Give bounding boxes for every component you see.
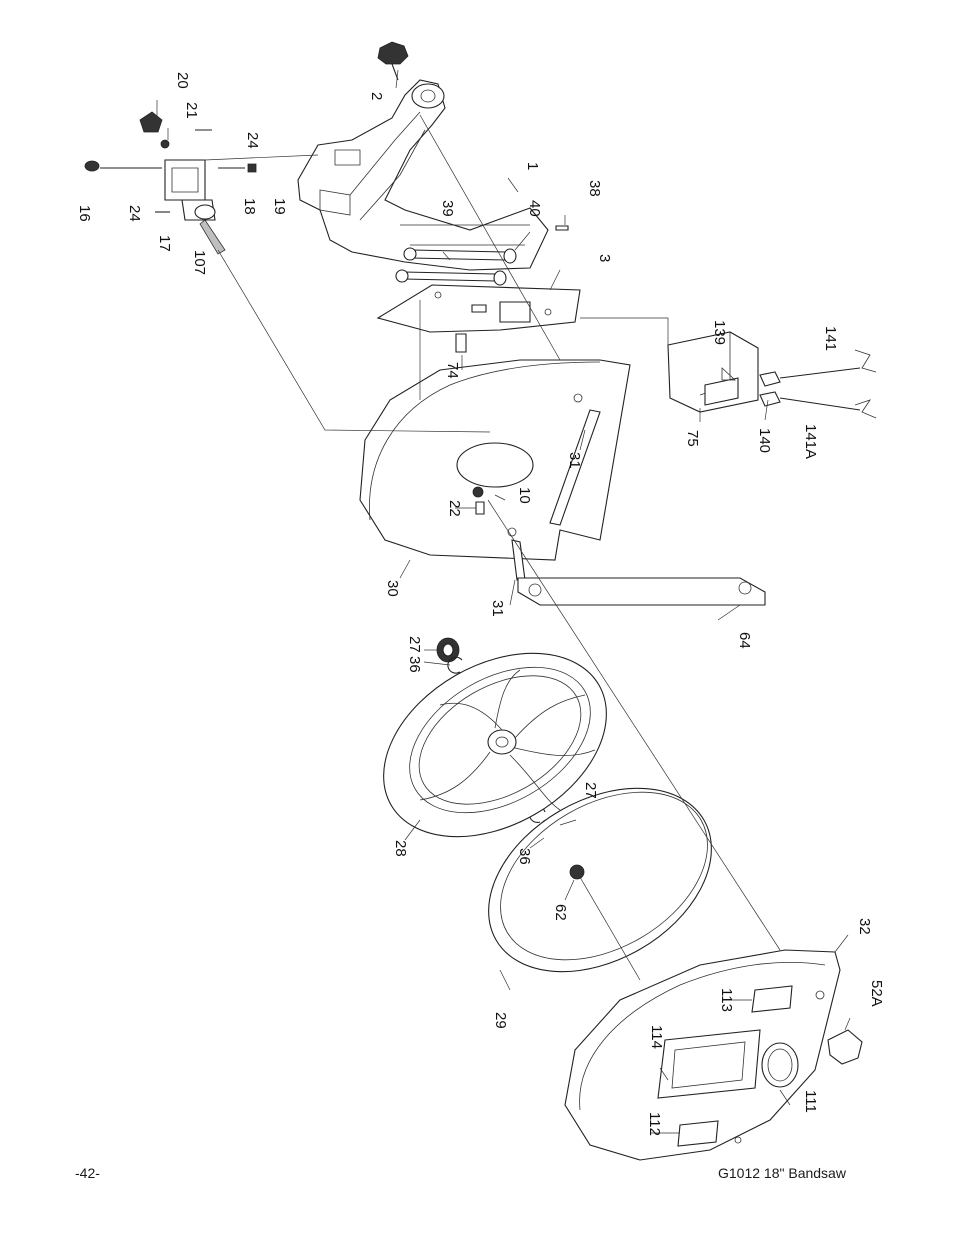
callout-16: 16 xyxy=(76,205,93,222)
wheel-28 xyxy=(383,652,607,838)
tension-knob-2 xyxy=(377,41,409,81)
callout-112: 112 xyxy=(646,1112,663,1136)
callout-62: 62 xyxy=(552,904,569,921)
blade-tire-29 xyxy=(488,787,712,973)
screw-74 xyxy=(455,333,467,353)
screws-39-40 xyxy=(395,247,517,286)
callout-27: 27 xyxy=(406,636,423,653)
callout-labels: 20 21 24 2 1 38 39 40 16 24 18 19 17 107… xyxy=(76,72,885,1136)
callout-36: 36 xyxy=(516,848,533,865)
callout-leaders xyxy=(156,69,851,1134)
callout-24: 24 xyxy=(244,132,261,149)
upper-blade-guard-30 xyxy=(359,359,631,581)
callout-114: 114 xyxy=(648,1025,665,1049)
callout-111: 111 xyxy=(802,1090,819,1113)
callout-19: 19 xyxy=(271,198,288,215)
callout-75: 75 xyxy=(684,430,701,447)
knob-52a xyxy=(827,1029,863,1065)
callout-17: 17 xyxy=(156,235,173,252)
switch-box-75 xyxy=(580,317,877,419)
callout-29: 29 xyxy=(492,1012,509,1029)
callout-107: 107 xyxy=(191,250,208,275)
rail-bar-64 xyxy=(517,577,766,606)
callout-1: 1 xyxy=(524,162,541,170)
callout-2: 2 xyxy=(368,92,385,100)
callout-64: 64 xyxy=(736,632,753,649)
callout-28: 28 xyxy=(392,840,409,857)
callout-141a: 141A xyxy=(802,424,819,459)
upper-frame-casting xyxy=(297,79,549,271)
page-number: -42- xyxy=(75,1165,100,1181)
callout-31: 31 xyxy=(489,600,506,617)
callout-38: 38 xyxy=(586,180,603,197)
callout-27: 27 xyxy=(582,782,599,799)
pin-38 xyxy=(555,225,569,231)
callout-30: 30 xyxy=(384,580,401,597)
callout-139: 139 xyxy=(711,320,728,345)
callout-141: 141 xyxy=(822,326,839,351)
callout-140: 140 xyxy=(756,428,773,453)
callout-21: 21 xyxy=(183,102,200,119)
guide-plate-3 xyxy=(376,284,581,333)
callout-18: 18 xyxy=(241,198,258,215)
callout-52a: 52A xyxy=(868,980,885,1007)
wheel-cover-door-32 xyxy=(564,949,841,1161)
callout-39: 39 xyxy=(439,200,456,217)
callout-36: 36 xyxy=(406,656,423,673)
callout-3: 3 xyxy=(596,254,613,262)
manual-model-title: G1012 18" Bandsaw xyxy=(718,1165,846,1181)
callout-31: 31 xyxy=(566,452,583,469)
callout-10: 10 xyxy=(516,487,533,504)
callout-20: 20 xyxy=(174,72,191,89)
callout-24: 24 xyxy=(126,205,143,222)
alignment-leaders xyxy=(217,114,781,981)
callout-32: 32 xyxy=(856,918,873,935)
tension-bracket-assembly xyxy=(84,111,319,255)
callout-22: 22 xyxy=(446,500,463,517)
callout-40: 40 xyxy=(526,200,543,217)
callout-113: 113 xyxy=(718,988,735,1012)
callout-74: 74 xyxy=(444,362,461,379)
